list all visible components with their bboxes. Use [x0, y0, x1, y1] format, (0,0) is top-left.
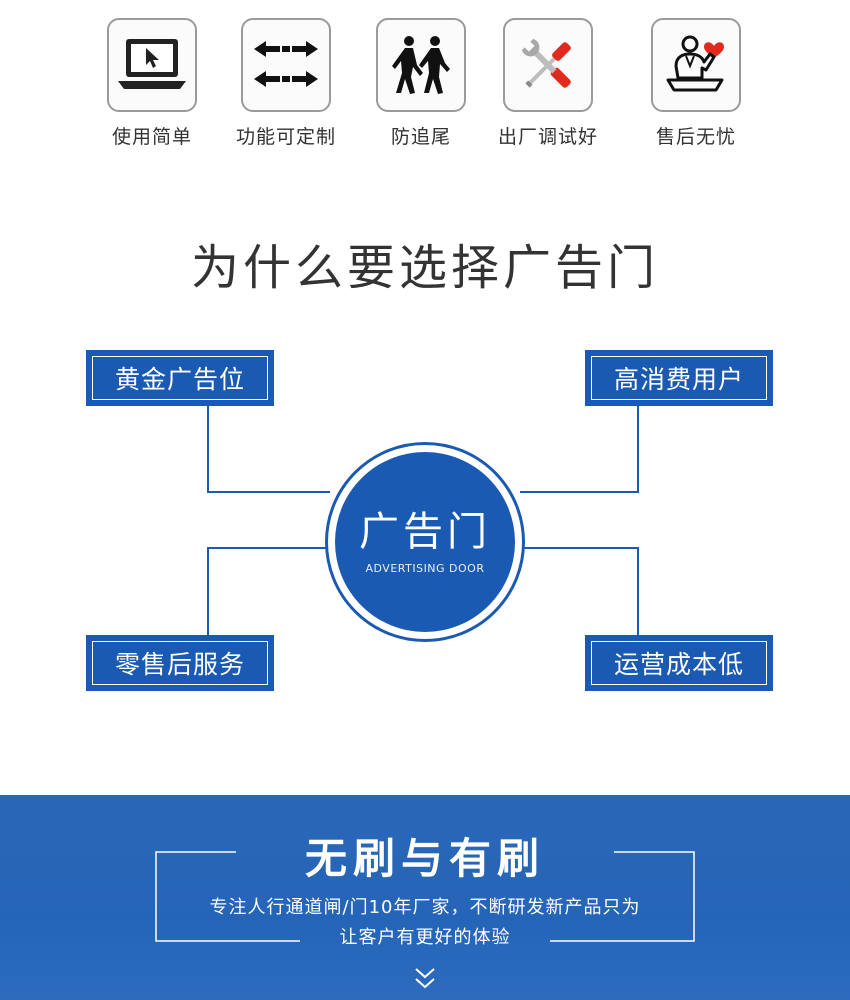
section-heading: 为什么要选择广告门: [190, 240, 659, 296]
feature-icon-box: [107, 18, 197, 112]
banner-description-line1: 专注人行通道闸/门10年厂家，不断研发新产品只为: [209, 897, 641, 918]
tag-low-operating-cost: 运营成本低: [585, 635, 773, 691]
banner-frame-lines: [155, 851, 695, 942]
feature-icon-box: [651, 18, 741, 112]
feature-icon-box: [503, 18, 593, 112]
feature-label: 防追尾: [390, 126, 451, 148]
service-person-heart-icon: [666, 35, 724, 92]
center-title: 广告门: [359, 508, 491, 555]
tag-label: 黄金广告位: [92, 356, 268, 400]
wrench-screwdriver-icon: [521, 38, 571, 88]
tag-label: 运营成本低: [591, 641, 767, 685]
feature-icon-box: [241, 18, 331, 112]
walking-people-icon: [392, 36, 450, 94]
feature-customizable: 功能可定制: [216, 18, 356, 149]
feature-after-sales: 售后无忧: [626, 18, 766, 149]
tag-zero-after-sales: 零售后服务: [86, 635, 274, 691]
feature-factory-tested: 出厂调试好: [478, 18, 618, 149]
tag-golden-ad-position: 黄金广告位: [86, 350, 274, 406]
feature-easy-to-use: 使用简单: [82, 18, 222, 149]
double-chevron-down-icon[interactable]: [411, 965, 439, 993]
feature-label: 使用简单: [111, 126, 192, 148]
feature-label: 功能可定制: [235, 126, 336, 148]
feature-row: 使用简单 功能可定制 防追尾: [0, 0, 850, 170]
feature-icon-box: [376, 18, 466, 112]
feature-label: 出厂调试好: [497, 126, 598, 148]
brush-banner: 无刷与有刷 专注人行通道闸/门10年厂家，不断研发新产品只为 让客户有更好的体验: [0, 795, 850, 1000]
tag-high-spending-users: 高消费用户: [585, 350, 773, 406]
banner-description-line2: 让客户有更好的体验: [339, 927, 511, 948]
tag-label: 零售后服务: [92, 641, 268, 685]
tag-label: 高消费用户: [591, 356, 767, 400]
center-disc: 广告门 ADVERTISING DOOR: [335, 452, 515, 632]
connector-lines: [207, 405, 639, 636]
center-circle: 广告门 ADVERTISING DOOR: [325, 442, 525, 642]
center-subtitle: ADVERTISING DOOR: [365, 561, 485, 575]
feature-anti-tailgating: 防追尾: [351, 18, 491, 149]
banner-title: 无刷与有刷: [304, 834, 545, 883]
feature-label: 售后无忧: [655, 126, 736, 148]
laptop-cursor-icon: [118, 39, 186, 89]
benefits-diagram: 黄金广告位 高消费用户 零售后服务 运营成本低 广告门 ADVERTISING …: [0, 330, 850, 730]
arrows-exchange-icon: [254, 41, 318, 87]
